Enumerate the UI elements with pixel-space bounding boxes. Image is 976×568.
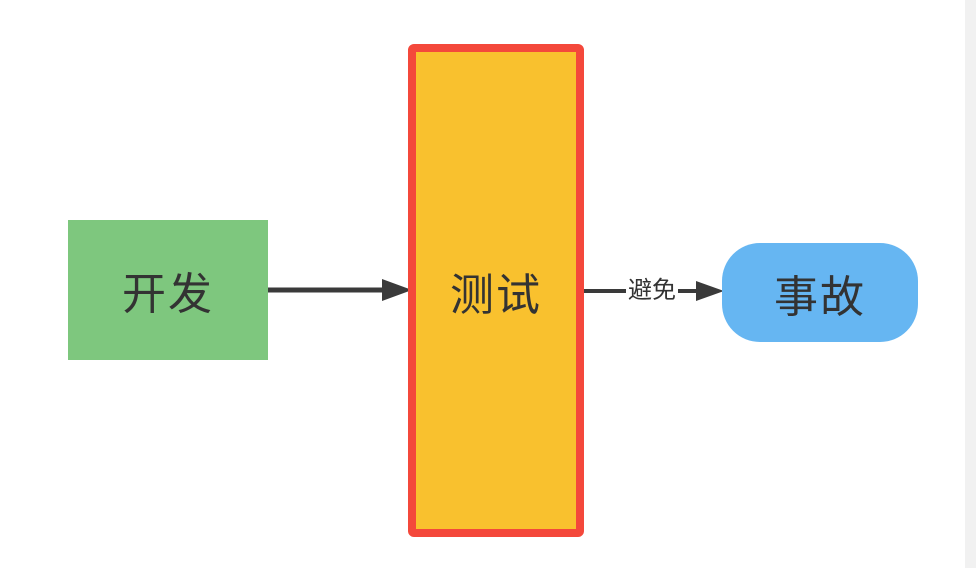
node-development[interactable]: 开发: [68, 220, 268, 360]
node-development-label: 开发: [122, 270, 214, 319]
arrowhead-test-to-accident: [696, 281, 724, 301]
scrollbar-track[interactable]: [965, 0, 976, 568]
edge-label-avoid[interactable]: 避免: [626, 277, 678, 305]
node-accident-label: 事故: [774, 272, 866, 322]
node-accident[interactable]: 事故: [722, 243, 918, 342]
node-testing-label: 测试: [450, 270, 542, 320]
node-testing[interactable]: 测试: [408, 44, 584, 537]
arrowhead-dev-to-test: [382, 279, 412, 301]
edge-dev-to-test[interactable]: [268, 279, 412, 301]
